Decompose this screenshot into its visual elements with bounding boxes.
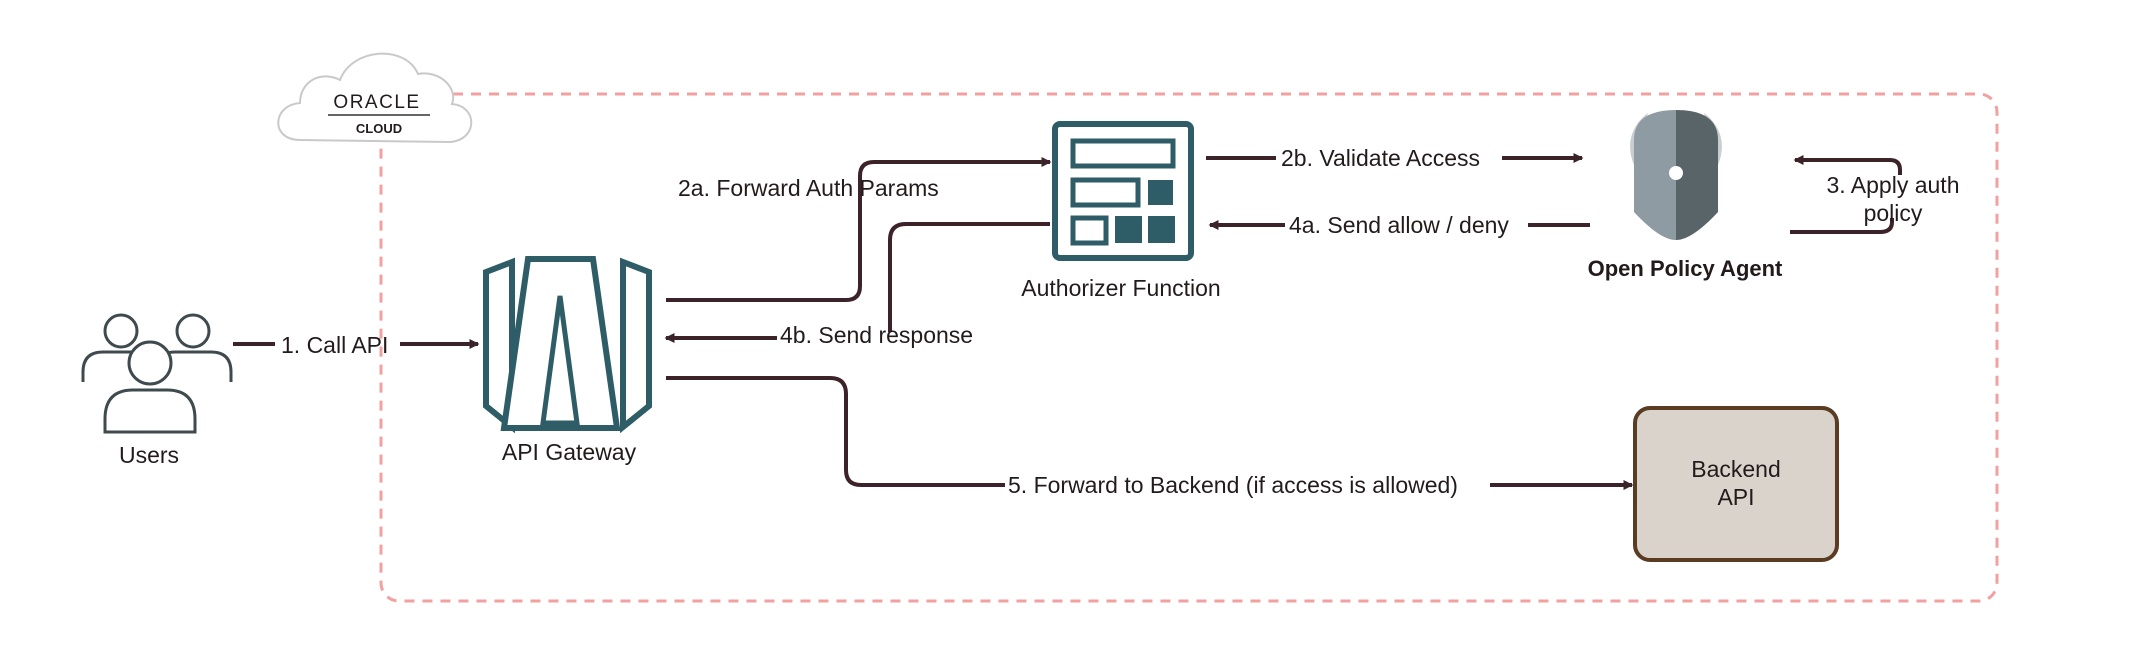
api-gateway-icon bbox=[483, 256, 652, 434]
edge-forward-auth bbox=[666, 157, 1052, 302]
edge-label-allow-deny: 4a. Send allow / deny bbox=[1289, 212, 1509, 238]
oracle-cloud-boundary bbox=[379, 92, 1999, 603]
oracle-cloud-logo: ORACLE CLOUD bbox=[277, 52, 473, 144]
edge-label-validate: 2b. Validate Access bbox=[1281, 145, 1480, 171]
api-gateway-label: API Gateway bbox=[502, 439, 637, 465]
backend-label-line1: Backend bbox=[1691, 456, 1781, 482]
edge-label-apply-policy-line1: 3. Apply auth bbox=[1827, 172, 1960, 198]
users-icon bbox=[81, 313, 233, 434]
edge-label-forward-backend: 5. Forward to Backend (if access is allo… bbox=[1008, 472, 1458, 498]
cloud-subtitle: CLOUD bbox=[356, 121, 402, 136]
edge-label-call-api: 1. Call API bbox=[281, 332, 388, 358]
edges bbox=[233, 153, 1902, 490]
edge-apply-policy-top bbox=[1793, 155, 1902, 175]
function-icon bbox=[1052, 121, 1194, 261]
edge-forward-backend bbox=[666, 376, 1005, 487]
oracle-brand: ORACLE bbox=[333, 92, 420, 113]
backend-label-line2: API bbox=[1717, 484, 1754, 510]
backend-api-node bbox=[1633, 406, 1839, 562]
edge-send-response-top bbox=[888, 222, 1050, 332]
users-label: Users bbox=[119, 442, 179, 468]
edge-label-forward-auth: 2a. Forward Auth Params bbox=[678, 175, 939, 201]
cloud-icon bbox=[277, 52, 473, 144]
opa-viking-icon bbox=[1630, 110, 1722, 240]
opa-label: Open Policy Agent bbox=[1588, 256, 1783, 281]
edge-apply-policy-bottom bbox=[1790, 218, 1894, 234]
edge-label-apply-policy-line2: policy bbox=[1864, 200, 1923, 226]
edge-label-send-response: 4b. Send response bbox=[780, 322, 973, 348]
authorizer-label: Authorizer Function bbox=[1021, 275, 1220, 301]
